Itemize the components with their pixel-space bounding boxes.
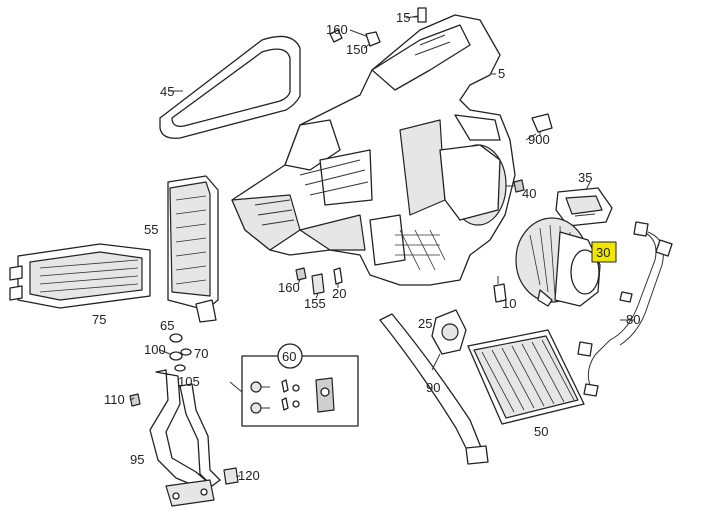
callout-15: 15: [396, 10, 410, 25]
callout-55: 55: [144, 222, 158, 237]
screw-part-15: [412, 7, 427, 23]
clip-part-160-low: [295, 267, 307, 281]
callout-10: 10: [502, 296, 516, 311]
callout-65: 65: [160, 318, 174, 333]
drain-hose-part-90: [379, 313, 489, 465]
callout-95: 95: [130, 452, 144, 467]
callout-35: 35: [578, 170, 592, 185]
callout-90: 90: [426, 380, 440, 395]
nut-part-120: [223, 467, 239, 485]
highlight-box-part-30: [591, 241, 617, 263]
callout-80: 80: [626, 312, 640, 327]
bracket-part-20: [333, 267, 343, 285]
resistor-part-35: [555, 187, 613, 227]
callout-150: 150: [346, 42, 368, 57]
clip-part-160-top: [329, 29, 343, 43]
callout-50: 50: [534, 424, 548, 439]
callout-160a: 160: [326, 22, 348, 37]
heater-core-part-55: [167, 175, 219, 323]
clip-part-155: [311, 273, 325, 295]
evaporator-part-75: [9, 243, 151, 309]
callout-75: 75: [92, 312, 106, 327]
callout-5: 5: [498, 66, 505, 81]
seal-frame-part-45: [159, 35, 301, 139]
bolt-part-150: [363, 31, 381, 49]
callout-900: 900: [528, 132, 550, 147]
callout-105: 105: [178, 374, 200, 389]
callout-45: 45: [160, 84, 174, 99]
callout-60: 60: [282, 349, 296, 364]
callout-120: 120: [238, 468, 260, 483]
o-rings-parts-65-70-100-105: [159, 333, 192, 372]
cabin-filter-part-50: [467, 329, 585, 425]
callout-40: 40: [522, 186, 536, 201]
wiring-harness-part-80: [577, 221, 673, 397]
blower-motor-part-30: [515, 217, 601, 307]
callout-110: 110: [104, 392, 125, 407]
leader-lines: [129, 15, 591, 477]
callout-100: 100: [144, 342, 166, 357]
callout-labels: 5 15 160 150 45 900 40 35 30 55 75 160 1…: [92, 10, 640, 483]
actuator-part-25: [431, 309, 467, 355]
connector-part-900: [531, 113, 553, 136]
refrigerant-pipes-part-95: [149, 369, 221, 507]
callout-25: 25: [418, 316, 432, 331]
screw-part-40: [506, 179, 525, 193]
callout-160b: 160: [278, 280, 300, 295]
callout-70: 70: [194, 346, 208, 361]
callout-155: 155: [304, 296, 326, 311]
callout-20: 20: [332, 286, 346, 301]
hvac-housing-part-5: [231, 14, 516, 286]
callout-30: 30: [596, 245, 610, 260]
sensor-part-10: [493, 276, 507, 303]
nut-part-110: [129, 393, 141, 407]
detail-box-part-60: [229, 343, 359, 427]
